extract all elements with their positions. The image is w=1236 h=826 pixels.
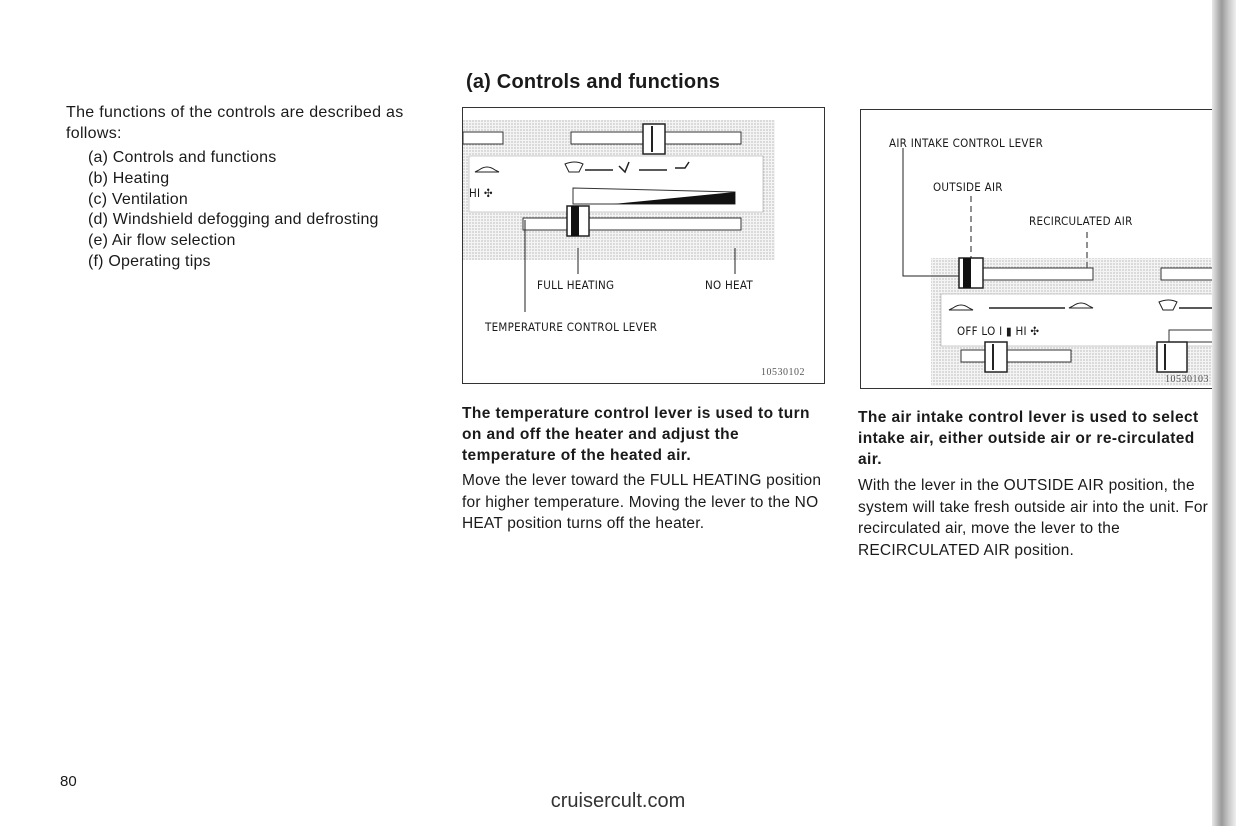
recirculated-air-label: RECIRCULATED AIR [1029,214,1133,228]
book-spine-shadow [1212,0,1236,826]
section-title: (a) Controls and functions [466,71,721,93]
temperature-lever-body: Move the lever toward the FULL HEATING p… [462,472,822,532]
temperature-lever-summary: The temperature control lever is used to… [462,405,810,464]
outside-air-label: OUTSIDE AIR [933,180,1003,194]
fan-speed-scale: OFF LO I ▮ HI ✣ [957,324,1040,338]
air-intake-lever-summary: The air intake control lever is used to … [858,409,1199,468]
toc-item-f: (f) Operating tips [88,252,211,270]
contents-list: (a) Controls and functions (b) Heating (… [88,148,379,273]
intro-text: The functions of the controls are descri… [66,104,404,142]
fan-hi-label: HI ✣ [469,186,493,200]
full-heating-label: FULL HEATING [537,278,615,292]
page-number: 80 [60,773,77,790]
air-intake-figure: AIR INTAKE CONTROL LEVER OUTSIDE AIR REC… [860,109,1214,389]
figure-code: 10530102 [761,367,805,378]
figure-code: 10530103 [1165,374,1209,385]
toc-item-c: (c) Ventilation [88,190,188,208]
toc-item-b: (b) Heating [88,169,170,187]
air-intake-panel-illustration [902,148,1213,386]
air-intake-lever-label: AIR INTAKE CONTROL LEVER [889,136,1044,150]
heater-panel-illustration [463,120,775,312]
site-watermark: cruisercult.com [550,790,686,812]
toc-item-a: (a) Controls and functions [88,149,277,166]
toc-item-e: (e) Air flow selection [88,232,236,250]
temperature-lever-label: TEMPERATURE CONTROL LEVER [485,320,658,334]
temperature-control-figure: HI ✣ FULL HEATING NO HEAT TEMPERATURE CO… [462,107,825,384]
toc-item-d: (d) Windshield defogging and defrosting [88,211,379,229]
no-heat-label: NO HEAT [705,278,753,292]
air-intake-lever-body: With the lever in the OUTSIDE AIR positi… [858,477,1209,559]
